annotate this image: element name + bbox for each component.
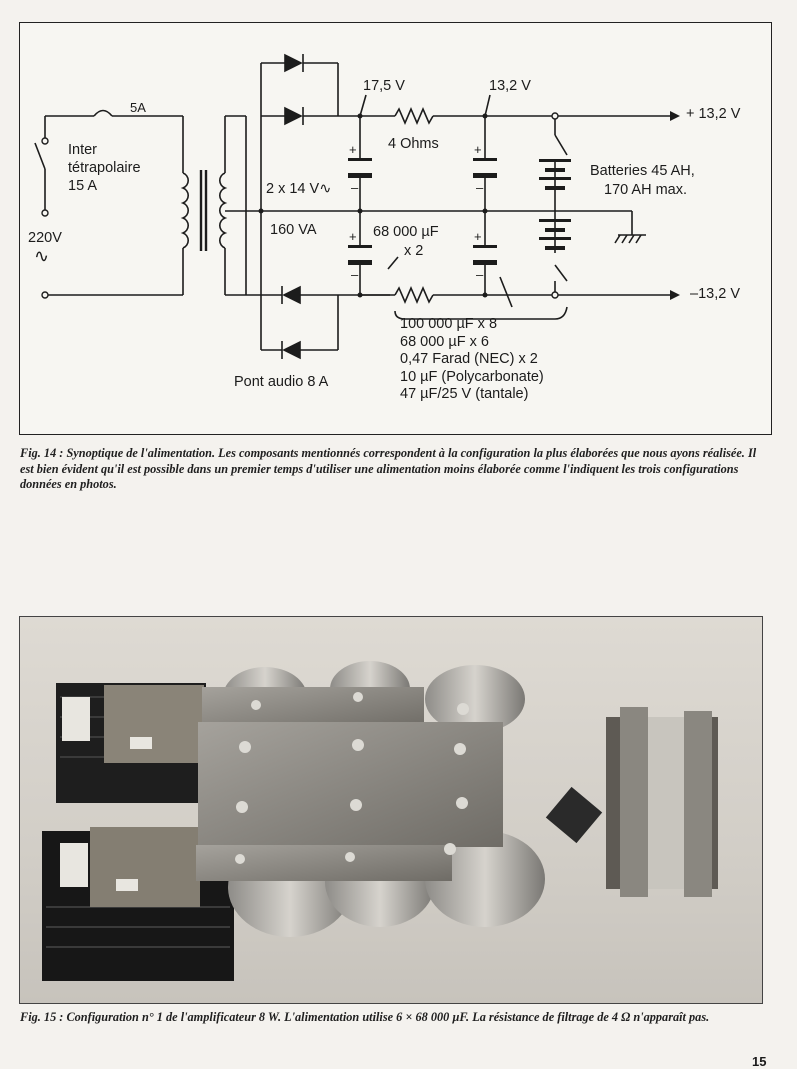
cap1-plus: + <box>349 142 357 157</box>
fuse-rating: 5A <box>130 100 146 115</box>
schematic-lines <box>34 53 680 360</box>
capacitor-list: 100 000 µF x 8 68 000 µF x 6 0,47 Farad … <box>400 316 544 404</box>
cap2-minus: – <box>351 267 359 282</box>
cap2-plus: + <box>349 229 357 244</box>
amplifier-photo <box>19 616 763 1004</box>
capacitor-list-item: 10 µF (Polycarbonate) <box>400 368 544 385</box>
output-positive: + 13,2 V <box>686 106 741 122</box>
rail-voltage-mid: 13,2 V <box>489 78 531 94</box>
mains-voltage: 220V <box>28 230 62 246</box>
capacitor-main-line2: x 2 <box>404 243 424 259</box>
capacitor-list-item: 47 µF/25 V (tantale) <box>400 386 529 402</box>
rail-voltage-high: 17,5 V <box>363 78 405 94</box>
bridge-label: Pont audio 8 A <box>234 374 329 390</box>
transformer-power-label: 160 VA <box>270 222 317 238</box>
transformer-secondary-label: 2 x 14 V∿ <box>266 181 332 197</box>
cap4-plus: + <box>474 229 482 244</box>
ac-symbol: ∿ <box>34 246 50 266</box>
capacitor-main-line1: 68 000 µF <box>373 224 439 240</box>
switch-label-line3: 15 A <box>68 178 98 194</box>
battery-line1: Batteries 45 AH, <box>590 163 695 179</box>
switch-label-line2: tétrapolaire <box>68 160 141 176</box>
capacitor-list-item: 100 000 µF x 8 <box>400 316 498 332</box>
capacitor-list-item: 68 000 µF x 6 <box>400 333 489 350</box>
capacitor-list-item: 0,47 Farad (NEC) x 2 <box>400 351 538 367</box>
resistor-value: 4 Ohms <box>388 136 439 152</box>
schematic-diagram: Inter tétrapolaire 15 A 5A 220V ∿ 2 x 14… <box>19 22 772 435</box>
cap3-minus: – <box>476 180 484 195</box>
page-number: 15 <box>752 1054 767 1069</box>
figure-15-caption: Fig. 15 : Configuration n° 1 de l'amplif… <box>20 1010 710 1024</box>
battery-line2: 170 AH max. <box>604 182 688 198</box>
amplifier-photo-illustration <box>42 661 718 981</box>
switch-label-line1: Inter <box>68 142 98 158</box>
cap3-plus: + <box>474 142 482 157</box>
cap1-minus: – <box>351 180 359 195</box>
cap4-minus: – <box>476 267 484 282</box>
figure-14-caption: Fig. 14 : Synoptique de l'alimentation. … <box>20 446 757 491</box>
output-negative: –13,2 V <box>690 286 740 302</box>
